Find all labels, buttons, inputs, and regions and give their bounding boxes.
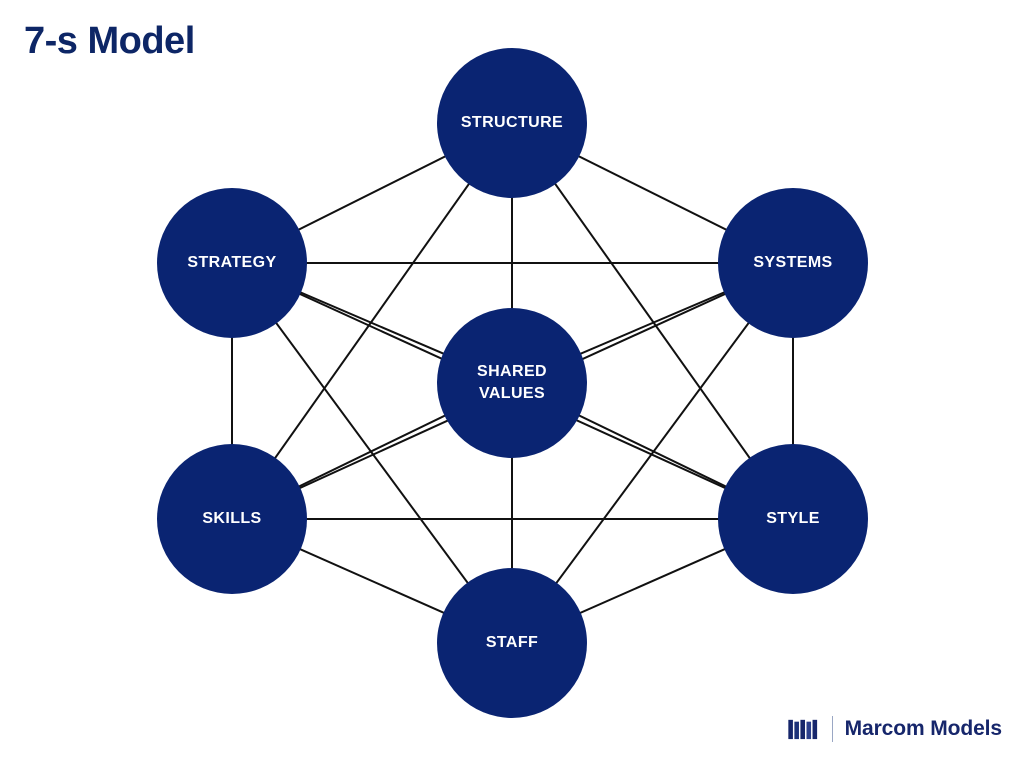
node-label-shared_values: SHARED VALUES xyxy=(477,363,547,402)
book-spines-icon xyxy=(787,719,817,740)
node-strategy[interactable]: STRATEGY xyxy=(157,188,307,338)
edge-staff-strategy xyxy=(231,262,513,644)
node-systems[interactable]: SYSTEMS xyxy=(718,188,868,338)
brand-name: Marcom Models xyxy=(844,717,1003,740)
node-structure[interactable]: STRUCTURE xyxy=(437,48,587,198)
logo-bar-1 xyxy=(787,719,793,740)
edge-structure-skills xyxy=(231,122,513,520)
node-staff[interactable]: STAFF xyxy=(437,568,587,718)
logo-bar-3 xyxy=(800,719,805,740)
logo-bar-2 xyxy=(793,721,799,740)
node-label-style: STYLE xyxy=(766,510,820,528)
node-style[interactable]: STYLE xyxy=(718,444,868,594)
node-shared_values[interactable]: SHARED VALUES xyxy=(437,308,587,458)
logo-bar-5 xyxy=(812,719,817,740)
node-label-staff: STAFF xyxy=(485,634,539,652)
logo-bar-4 xyxy=(806,721,811,740)
node-label-strategy: STRATEGY xyxy=(187,254,277,272)
edge-systems-staff xyxy=(511,262,794,644)
edge-structure-style xyxy=(511,122,794,520)
node-label-structure: STRUCTURE xyxy=(460,114,564,132)
brand-logo: Marcom Models xyxy=(786,712,1002,746)
page-title: 7-s Model xyxy=(24,20,195,62)
logo-divider xyxy=(831,716,833,742)
node-skills[interactable]: SKILLS xyxy=(157,444,307,594)
node-label-systems: SYSTEMS xyxy=(753,254,833,272)
node-label-skills: SKILLS xyxy=(202,510,262,528)
